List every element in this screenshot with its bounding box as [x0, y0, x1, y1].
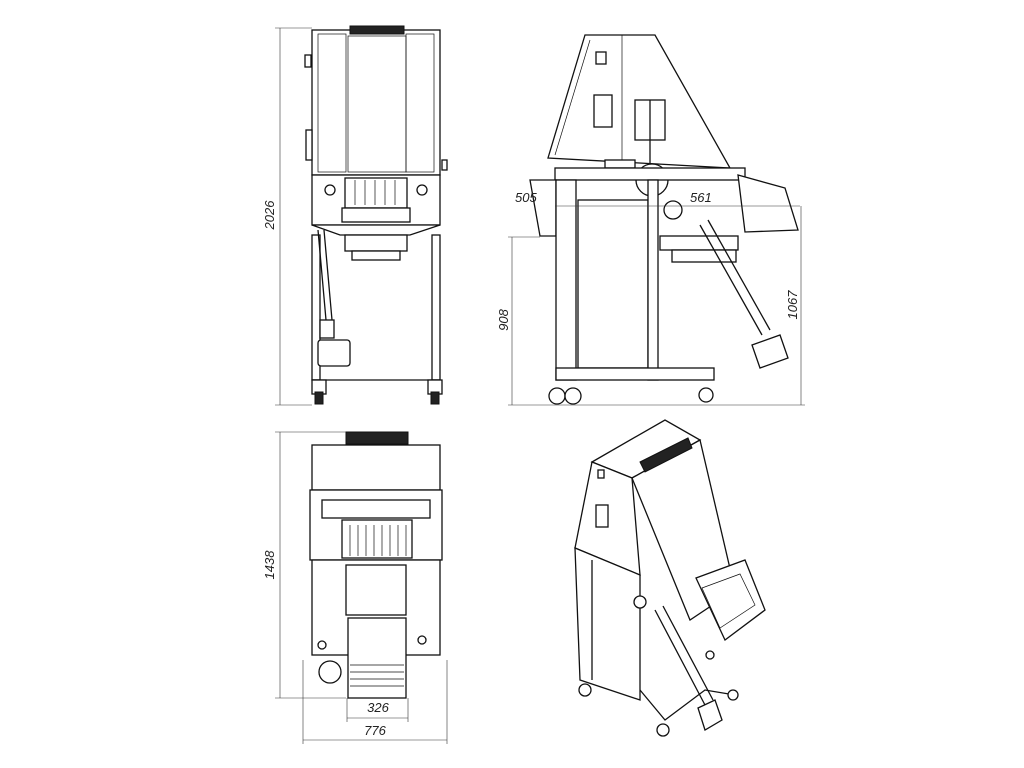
- dimension-label: 505: [515, 190, 537, 205]
- front-view: [304, 25, 448, 405]
- top-view: [309, 431, 443, 699]
- isometric-view: [574, 419, 766, 737]
- dimension-top: 1438 326 776: [262, 431, 448, 744]
- dimension-label: 908: [496, 308, 511, 330]
- dimension-label: 2026: [262, 200, 277, 231]
- dimension-label: 1438: [262, 550, 277, 580]
- dimension-side: 908 505 561 1067: [496, 190, 805, 406]
- side-view: [529, 34, 799, 405]
- dimension-label: 561: [690, 190, 712, 205]
- dimension-front-height: 2026: [262, 27, 312, 406]
- dimension-label: 326: [367, 700, 389, 715]
- dimension-label: 1067: [785, 290, 800, 320]
- dimension-label: 776: [364, 723, 386, 738]
